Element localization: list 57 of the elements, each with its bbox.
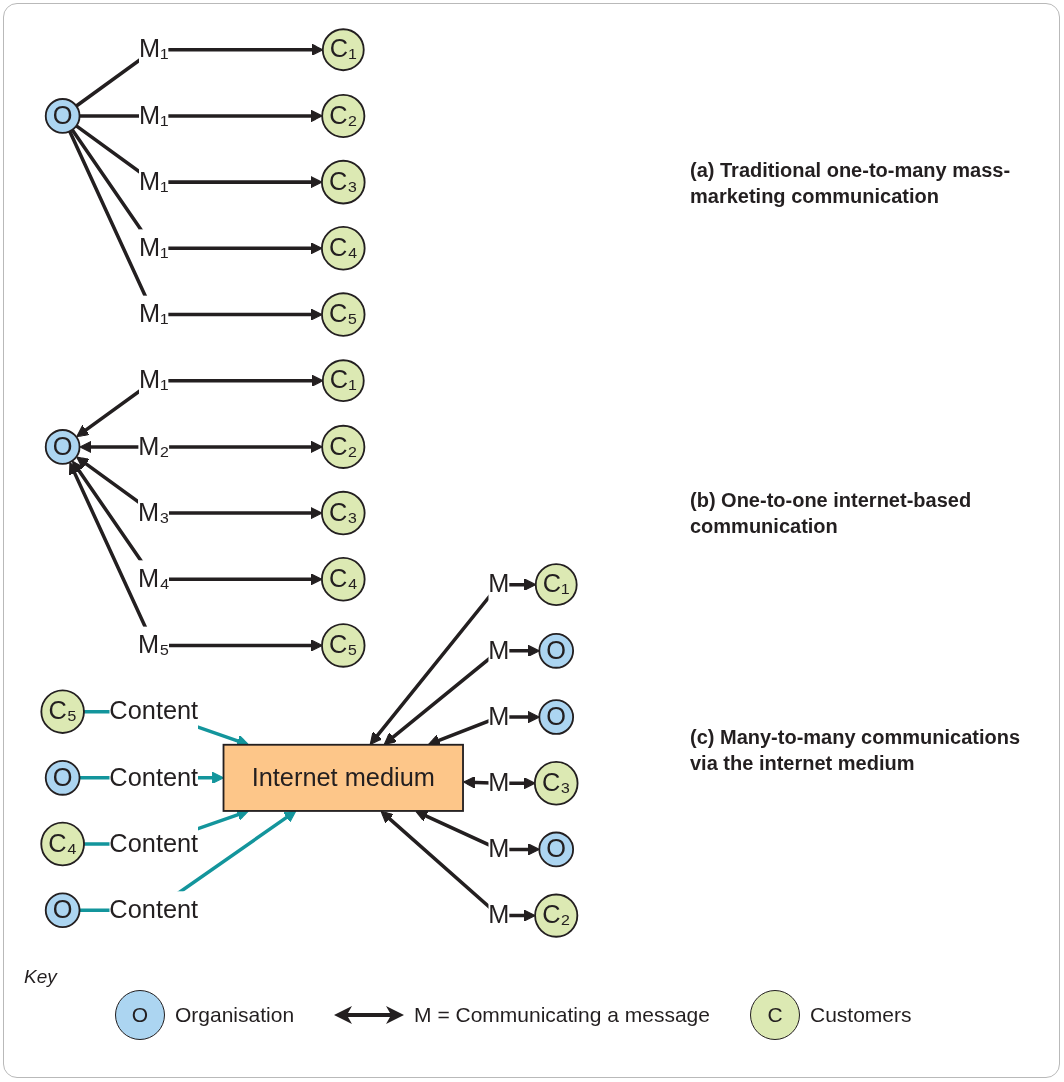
arrow xyxy=(76,456,323,520)
edge-label: M xyxy=(488,569,510,599)
node-circle: O xyxy=(538,699,575,735)
edge-label: Content xyxy=(109,696,199,726)
swatch-letter: O xyxy=(131,1003,149,1027)
edge-label: M xyxy=(488,702,510,731)
edge-label: M₂ xyxy=(138,432,170,461)
node-circle: C₃ xyxy=(321,490,366,536)
node-circle: C₄ xyxy=(320,226,366,271)
edge-label: Content xyxy=(109,763,199,792)
edge-label: M xyxy=(488,900,510,929)
node-circle: C₂ xyxy=(321,93,366,138)
panel-caption: (b) One-to-one internet-based communication xyxy=(690,488,973,540)
legend-label: Organisation xyxy=(175,1003,295,1027)
node-circle: O xyxy=(538,633,575,669)
node-circle: C₄ xyxy=(320,557,366,602)
edge-label: M₃ xyxy=(138,498,170,527)
node-circle: C₄ xyxy=(40,821,85,867)
edge-label: M₅ xyxy=(138,630,170,659)
node-circle: C₃ xyxy=(533,760,579,806)
node-box: Internet medium xyxy=(222,743,464,812)
edge-label: M xyxy=(488,768,510,797)
edge-label: M₁ xyxy=(138,365,169,395)
node-circle: C₂ xyxy=(321,424,366,469)
edge-label: Content xyxy=(109,829,199,858)
arrow xyxy=(68,462,323,652)
node-circle: O xyxy=(44,892,81,929)
node-circle: O xyxy=(44,760,81,796)
edge-label: M₄ xyxy=(138,564,170,593)
node-circle: O xyxy=(44,98,81,134)
node-circle: C₁ xyxy=(321,28,365,72)
arrow xyxy=(380,810,536,922)
node-circle: C₁ xyxy=(321,359,365,403)
panel-caption: (c) Many-to-many communications via the internet medium xyxy=(690,725,1022,777)
arrow xyxy=(79,109,323,123)
edge-label: M₁ xyxy=(138,101,169,130)
legend-label: Customers xyxy=(809,1003,912,1027)
node-circle: C₅ xyxy=(40,689,85,734)
node-circle: O xyxy=(538,831,575,868)
node-circle: C₁ xyxy=(534,563,578,607)
arrow xyxy=(68,130,323,321)
legend-label: M = Communicating a message xyxy=(414,1003,710,1027)
panel-caption: (a) Traditional one-to-many mass-marketing communication xyxy=(690,157,1012,209)
node-circle: O xyxy=(44,429,81,465)
node-circle: C₂ xyxy=(534,893,579,938)
node-circle: C₅ xyxy=(321,623,366,668)
legend-heading: Key xyxy=(24,966,57,988)
edge-label: M xyxy=(488,636,510,665)
edge-label: M xyxy=(488,834,510,863)
swatch-letter: C xyxy=(767,1003,783,1027)
node-circle: C₃ xyxy=(321,159,366,205)
edge-label: M₁ xyxy=(138,233,169,262)
node-circle: C₅ xyxy=(321,292,366,337)
edge-label: M₁ xyxy=(138,34,169,64)
edge-label: Content xyxy=(109,895,199,924)
edge-label: M₁ xyxy=(138,167,169,196)
edge-label: M₁ xyxy=(138,299,169,328)
